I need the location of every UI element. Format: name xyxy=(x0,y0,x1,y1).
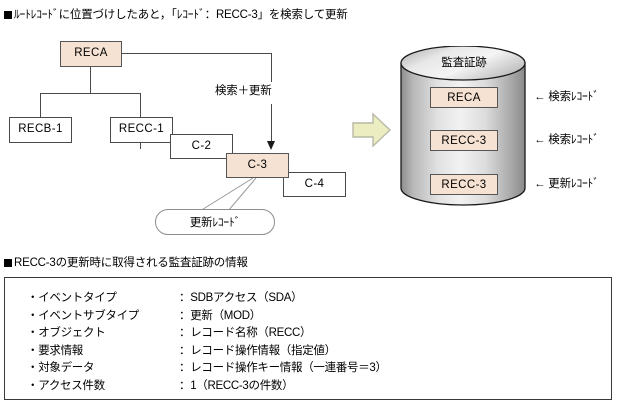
cylinder-record-1-side-label: ← 検索ﾚｺｰﾄﾞ xyxy=(534,131,599,147)
tree-node-c-3[interactable]: C-3 xyxy=(226,153,289,178)
cylinder-record-1-side-text: ← 検索ﾚｺｰﾄﾞ xyxy=(534,134,599,146)
flow-block-arrow-icon xyxy=(352,112,392,148)
connector-flow-bottom xyxy=(271,104,273,141)
info-row-value: ：レコード操作キー情報（一連番号＝3） xyxy=(179,362,387,374)
connector-to-recb xyxy=(40,93,42,117)
flow-label: 検索＋更新 xyxy=(215,85,272,98)
info-row-label: ・オブジェクト xyxy=(27,327,106,339)
tree-node-recc-1-label: RECC-1 xyxy=(118,123,165,136)
bottom-heading-text: RECC-3の更新時に取得される監査証跡の情報 xyxy=(14,257,248,269)
top-heading-text: ﾙｰﾄﾚｺｰﾄﾞに位置づけしたあと，「ﾚｺｰﾄﾞ：RECC-3」を検索して更新 xyxy=(14,9,348,21)
cylinder-record-0-side-text: ← 検索ﾚｺｰﾄﾞ xyxy=(534,91,599,103)
bullet-square-icon xyxy=(4,11,12,19)
connector-to-recc xyxy=(140,93,142,117)
cylinder-record-0[interactable]: RECA xyxy=(430,87,498,108)
record-tree-diagram: RECA 検索＋更新 RECB-1 RECC-1 C-2 C-3 C-4 xyxy=(0,0,350,245)
tree-node-c-3-label: C-3 xyxy=(247,158,268,171)
audit-trail-cylinder: 監査証跡 RECA RECC-3 RECC-3 xyxy=(398,46,530,211)
bullet-square-icon-2 xyxy=(4,259,12,267)
flow-arrowhead-icon xyxy=(267,141,275,150)
info-row-label: ・要求情報 xyxy=(27,344,83,357)
cylinder-title-text: 監査証跡 xyxy=(441,57,487,69)
cylinder-record-0-label: RECA xyxy=(447,91,481,104)
connector-sibling-bar xyxy=(40,93,141,95)
cylinder-record-2-side-text: ← 更新ﾚｺｰﾄﾞ xyxy=(534,178,599,190)
info-row-label: ・対象データ xyxy=(27,362,95,374)
tree-node-c-2-label: C-2 xyxy=(191,139,212,152)
info-row-value: ：レコード名称（RECC） xyxy=(179,327,312,339)
tree-node-c-4-label: C-4 xyxy=(304,177,325,190)
info-row-label: ・アクセス件数 xyxy=(27,379,105,392)
connector-recc-stem xyxy=(140,143,142,149)
flow-label-text: 検索＋更新 xyxy=(215,85,272,97)
info-row-value: ：レコード操作情報（指定値） xyxy=(179,344,336,357)
bottom-heading: RECC-3の更新時に取得される監査証跡の情報 xyxy=(4,256,248,270)
tree-node-recb-1[interactable]: RECB-1 xyxy=(9,117,72,143)
info-row: ・アクセス件数 ：1（RECC-3の件数） xyxy=(27,378,611,396)
connector-flow-top xyxy=(271,53,273,82)
cylinder-record-2-side-label: ← 更新ﾚｺｰﾄﾞ xyxy=(534,175,599,191)
cylinder-record-1-label: RECC-3 xyxy=(441,134,487,147)
connector-root-stem xyxy=(90,67,92,94)
tree-node-c-4[interactable]: C-4 xyxy=(283,172,346,197)
tree-node-reca-label: RECA xyxy=(74,47,108,60)
info-row: ・イベントタイプ ：SDBアクセス（SDA） xyxy=(27,290,611,308)
tree-node-recb-1-label: RECB-1 xyxy=(18,123,63,136)
info-row-value: ：1（RECC-3の件数） xyxy=(179,379,294,392)
info-row: ・オブジェクト ：レコード名称（RECC） xyxy=(27,325,611,343)
cylinder-record-2[interactable]: RECC-3 xyxy=(430,174,498,195)
update-record-callout-label: 更新ﾚｺｰﾄﾞ xyxy=(189,217,241,229)
top-heading: ﾙｰﾄﾚｺｰﾄﾞに位置づけしたあと，「ﾚｺｰﾄﾞ：RECC-3」を検索して更新 xyxy=(4,8,348,22)
connector-root-to-flow xyxy=(122,53,272,55)
callout-leader-lines xyxy=(199,177,257,212)
info-row: ・対象データ ：レコード操作キー情報（一連番号＝3） xyxy=(27,360,611,378)
cylinder-record-0-side-label: ← 検索ﾚｺｰﾄﾞ xyxy=(534,88,599,104)
tree-node-c-2[interactable]: C-2 xyxy=(170,134,233,159)
update-record-callout[interactable]: 更新ﾚｺｰﾄﾞ xyxy=(155,209,275,235)
info-row-label: ・イベントタイプ xyxy=(27,292,117,304)
cylinder-record-2-label: RECC-3 xyxy=(441,178,487,191)
info-row-value: ：更新（MOD） xyxy=(179,309,261,322)
tree-node-reca[interactable]: RECA xyxy=(60,41,122,67)
info-row-label: ・イベントサブタイプ xyxy=(27,309,139,322)
info-row: ・要求情報 ：レコード操作情報（指定値） xyxy=(27,343,611,361)
info-row: ・イベントサブタイプ ：更新（MOD） xyxy=(27,308,611,326)
cylinder-title: 監査証跡 xyxy=(398,54,530,70)
tree-node-recc-1[interactable]: RECC-1 xyxy=(110,117,173,143)
audit-info-panel: ・イベントタイプ ：SDBアクセス（SDA） ・イベントサブタイプ ：更新（MO… xyxy=(4,277,612,400)
info-row-value: ：SDBアクセス（SDA） xyxy=(179,292,303,304)
cylinder-record-1[interactable]: RECC-3 xyxy=(430,130,498,151)
